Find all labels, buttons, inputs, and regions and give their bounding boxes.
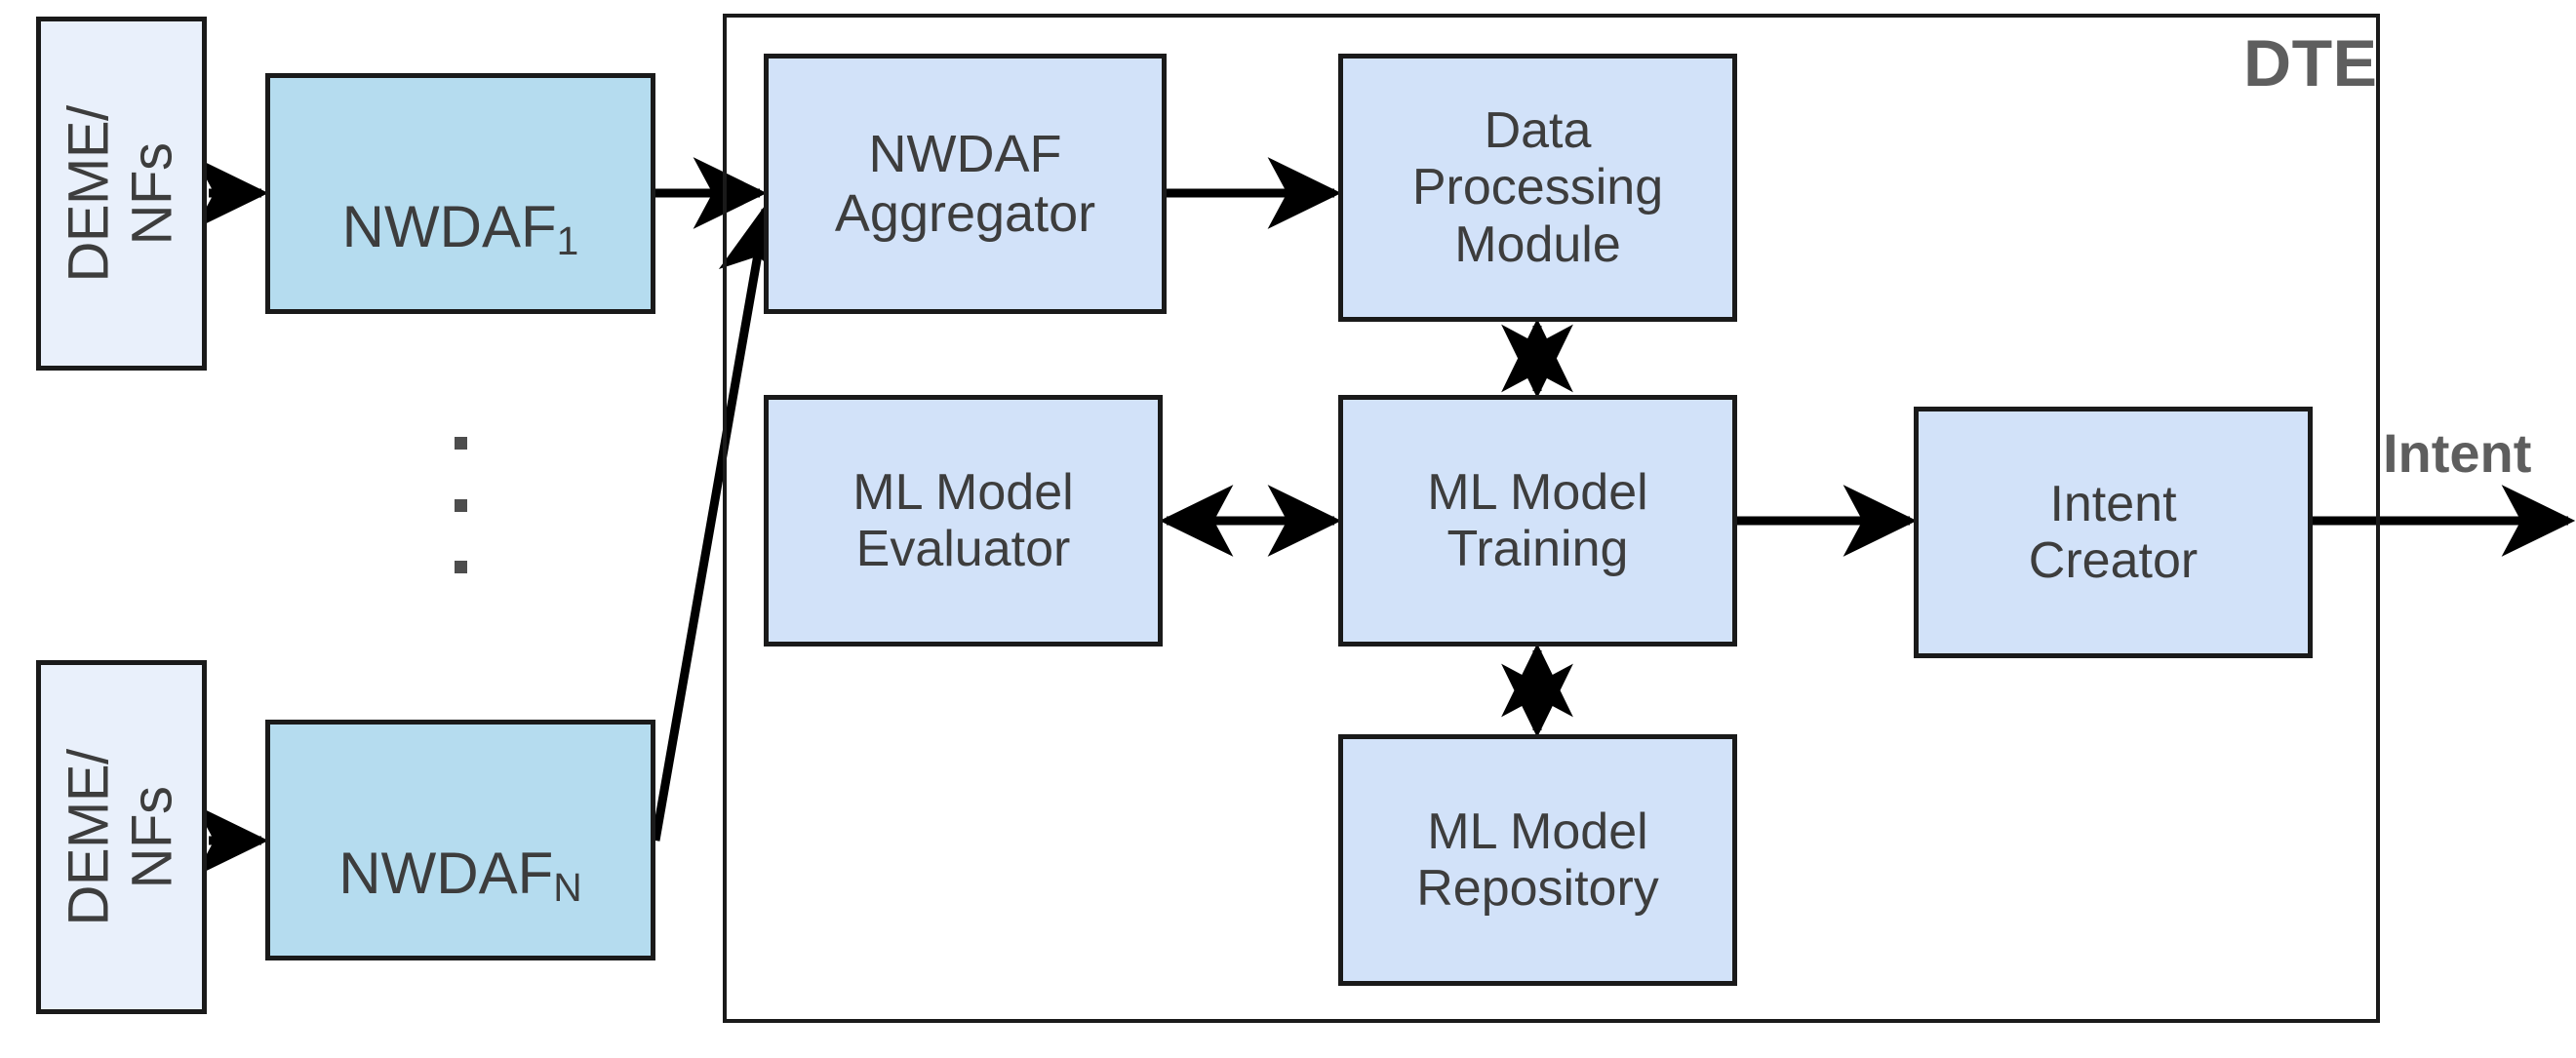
node-ml-model-repository-label: ML Model Repository — [1416, 803, 1659, 917]
edge-nwdafn-to-aggregator — [651, 202, 790, 842]
node-ml-model-evaluator[interactable]: ML Model Evaluator — [764, 395, 1163, 647]
node-deme-nfs-1[interactable]: DEME/ NFs — [36, 17, 207, 371]
dte-container-frame — [723, 14, 2380, 1023]
node-nwdaf-n[interactable]: NWDAFN — [265, 720, 655, 960]
node-data-processing-module-label: Data Processing Module — [1411, 102, 1664, 273]
node-data-processing-module[interactable]: Data Processing Module — [1338, 54, 1737, 322]
node-nwdaf-1[interactable]: NWDAF1 — [265, 73, 655, 314]
node-nwdaf-aggregator-label: NWDAF Aggregator — [834, 125, 1096, 243]
node-deme-nfs-1-label: DEME/ NFs — [57, 104, 184, 283]
node-deme-nfs-n[interactable]: DEME/ NFs — [36, 660, 207, 1014]
node-ml-model-evaluator-label: ML Model Evaluator — [852, 463, 1074, 577]
vertical-ellipsis-icon — [455, 437, 467, 573]
node-nwdaf-aggregator[interactable]: NWDAF Aggregator — [764, 54, 1167, 314]
node-nwdaf-1-subscript: 1 — [556, 218, 579, 264]
node-intent-creator[interactable]: Intent Creator — [1914, 407, 2313, 658]
node-nwdaf-1-label: NWDAF1 — [341, 193, 579, 264]
node-intent-creator-label: Intent Creator — [2028, 475, 2199, 589]
node-nwdaf-n-label: NWDAFN — [338, 840, 582, 911]
node-nwdaf-n-subscript: N — [553, 865, 582, 911]
intent-output-label: Intent — [2383, 422, 2532, 484]
ellipsis-dot — [455, 437, 467, 450]
node-ml-model-training-label: ML Model Training — [1427, 463, 1648, 577]
ellipsis-dot — [455, 561, 467, 573]
node-deme-nfs-n-label: DEME/ NFs — [57, 748, 184, 926]
node-ml-model-training[interactable]: ML Model Training — [1338, 395, 1737, 647]
node-ml-model-repository[interactable]: ML Model Repository — [1338, 734, 1737, 986]
dte-container-label: DTE — [2243, 26, 2378, 100]
ellipsis-dot — [455, 498, 467, 512]
